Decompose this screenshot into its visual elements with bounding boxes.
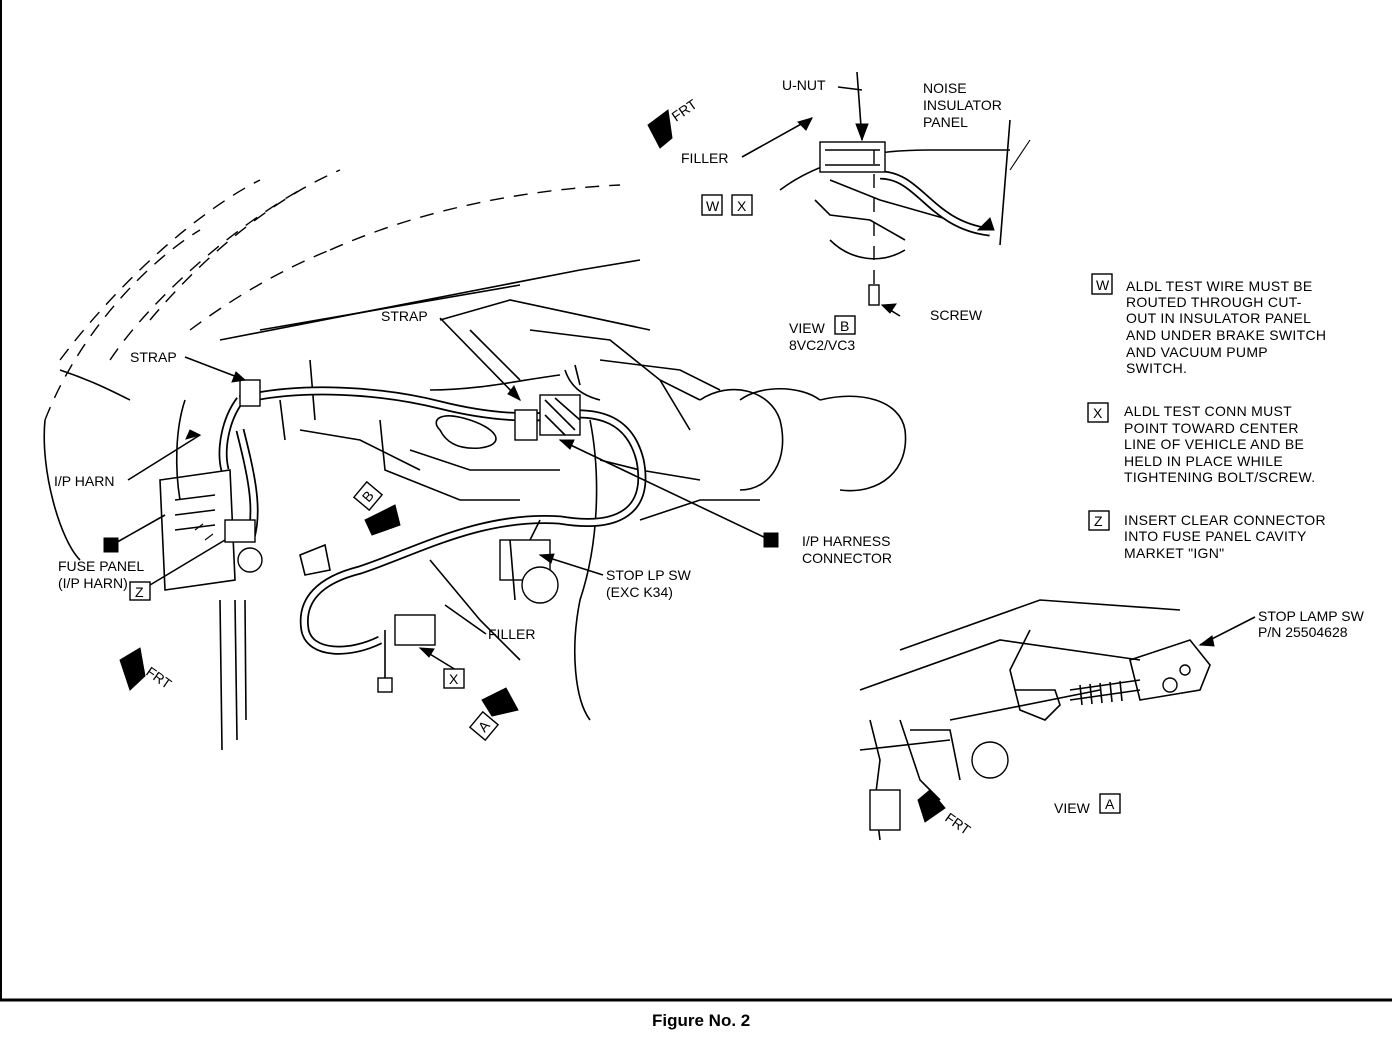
view-a-letter: A	[1105, 796, 1115, 812]
connector-tag-square	[763, 532, 779, 548]
svg-text:X: X	[737, 198, 747, 214]
note-x-key-box	[1087, 402, 1109, 423]
note-z-key: Z	[1094, 513, 1103, 529]
view-b-detail	[779, 119, 1031, 306]
fuse-panel-connector	[224, 519, 256, 543]
note-w: W ALDL TEST WIRE MUST BE ROUTED THROUGH …	[1091, 273, 1326, 376]
frt-arrow-view-a: FRT	[917, 789, 974, 838]
note-x-line: ALDL TEST CONN MUST	[1124, 403, 1292, 419]
note-w-line: OUT IN INSULATOR PANEL	[1126, 310, 1311, 326]
view-b-model: 8VC2/VC3	[789, 337, 855, 353]
stop-lamp-switch-area	[299, 519, 559, 693]
note-x-line: HELD IN PLACE WHILE	[1124, 453, 1283, 469]
note-w-line: ALDL TEST WIRE MUST BE	[1126, 278, 1313, 294]
noise-insulator-label-1: NOISE	[923, 80, 967, 96]
noise-insulator-label-3: PANEL	[923, 114, 968, 130]
note-x-line: TIGHTENING BOLT/SCREW.	[1124, 469, 1315, 485]
stop-lamp-sw-label-2: P/N 25504628	[1258, 624, 1348, 640]
fuse-panel-label-1: FUSE PANEL	[58, 558, 144, 574]
note-w-line: ROUTED THROUGH CUT-	[1126, 294, 1302, 310]
filler-label-lower: FILLER	[488, 626, 535, 642]
tag-b-main: B	[352, 480, 384, 512]
arrow-heads	[103, 117, 1215, 658]
stop-lp-sw-label-2: (EXC K34)	[606, 584, 673, 600]
filler-label-top: FILLER	[681, 150, 728, 166]
note-x: X ALDL TEST CONN MUST POINT TOWARD CENTE…	[1087, 402, 1315, 485]
note-w-line: AND VACUUM PUMP	[1126, 344, 1268, 360]
strap-label-left: STRAP	[130, 349, 177, 365]
note-z: Z INSERT CLEAR CONNECTOR INTO FUSE PANEL…	[1088, 510, 1326, 561]
view-a-label: VIEW	[1054, 800, 1091, 816]
noise-insulator-label-2: INSULATOR	[923, 97, 1002, 113]
frt-arrow-top: FRT	[647, 96, 701, 149]
fuse-panel-label-2: (I/P HARN)	[58, 575, 128, 591]
view-b-label: VIEW	[789, 320, 826, 336]
ip-harn-label: I/P HARN	[54, 473, 114, 489]
note-x-key: X	[1093, 405, 1103, 421]
frt-label-view-a: FRT	[942, 809, 974, 838]
screw-label: SCREW	[930, 307, 983, 323]
stop-lamp-sw-label-1: STOP LAMP SW	[1258, 608, 1365, 624]
note-z-line: INSERT CLEAR CONNECTOR	[1124, 512, 1326, 528]
view-a-direction-arrow	[481, 687, 519, 717]
note-x-line: POINT TOWARD CENTER	[1124, 420, 1299, 436]
tag-w-top: W	[701, 194, 723, 216]
note-w-line: AND UNDER BRAKE SWITCH	[1126, 327, 1326, 343]
tag-x-lower: X	[443, 668, 465, 689]
svg-text:X: X	[449, 671, 459, 687]
stop-lp-sw-label-1: STOP LP SW	[606, 567, 692, 583]
frt-arrow-left: FRT	[119, 647, 175, 692]
view-b-letter: B	[840, 318, 849, 334]
strap-label-right: STRAP	[381, 308, 428, 324]
svg-text:Z: Z	[135, 584, 144, 600]
view-b-direction-arrow	[364, 504, 401, 536]
note-w-key: W	[1096, 277, 1110, 293]
tag-z-fuse: Z	[129, 581, 151, 601]
note-w-line: SWITCH.	[1126, 360, 1187, 376]
tag-x-top: X	[731, 194, 753, 216]
fuse-panel	[159, 469, 263, 591]
view-a-detail	[859, 599, 1211, 841]
u-nut-label: U-NUT	[782, 77, 826, 93]
frt-label-left: FRT	[143, 663, 175, 692]
fuse-panel-tag-square	[103, 537, 119, 553]
svg-text:W: W	[706, 198, 720, 214]
main-harness	[218, 364, 647, 655]
frt-label-top: FRT	[669, 96, 701, 125]
strap-clip-left	[239, 379, 261, 407]
strap-clip	[514, 409, 538, 441]
note-z-key-box	[1088, 510, 1110, 531]
note-x-line: LINE OF VEHICLE AND BE	[1124, 436, 1304, 452]
view-b-tag-box	[834, 315, 856, 335]
note-z-line: INTO FUSE PANEL CAVITY	[1124, 528, 1307, 544]
note-w-key-box	[1091, 273, 1113, 295]
dashboard-outline	[43, 169, 907, 751]
ip-harness-connector-label-2: CONNECTOR	[802, 550, 892, 566]
aldl-test-connector	[394, 614, 436, 646]
note-z-line: MARKET "IGN"	[1124, 545, 1224, 561]
tag-a-lower: A	[468, 710, 500, 742]
ip-harness-connector-label-1: I/P HARNESS	[802, 533, 890, 549]
view-a-tag-box	[1099, 793, 1121, 814]
figure-caption: Figure No. 2	[652, 1011, 750, 1030]
